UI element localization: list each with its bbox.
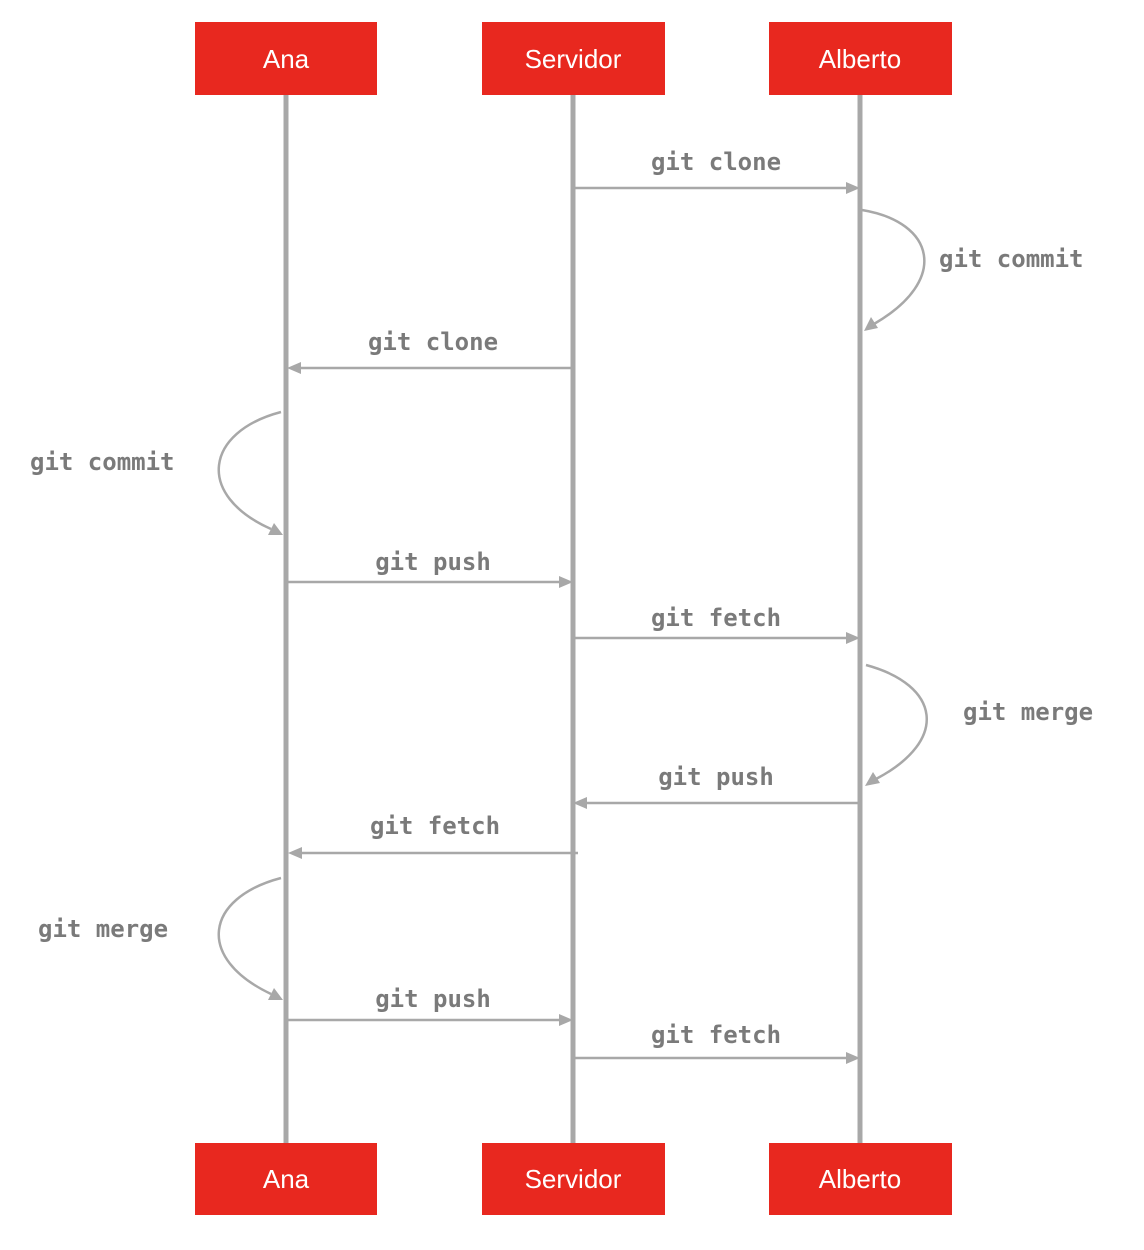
message-label: git clone <box>651 148 781 176</box>
arrowhead-curved-icon <box>268 523 283 535</box>
message-11: git push <box>286 985 573 1026</box>
message-label: git fetch <box>370 812 500 840</box>
arrowhead-left-icon <box>573 797 587 809</box>
message-label: git fetch <box>651 604 781 632</box>
message-4: git commit <box>30 410 283 535</box>
actor-top-ana-label: Ana <box>263 44 310 74</box>
message-1: git clone <box>573 148 860 194</box>
actor-bottom-ana-label: Ana <box>263 1164 310 1194</box>
arrowhead-curved-icon <box>865 772 880 786</box>
message-12: git fetch <box>573 1021 860 1064</box>
arrowhead-right-icon <box>559 1014 573 1026</box>
actor-bottom-alberto: Alberto <box>769 1143 952 1215</box>
message-5: git push <box>286 548 573 588</box>
message-8: git push <box>573 763 860 809</box>
actor-top-servidor-label: Servidor <box>525 44 622 74</box>
actor-bottom-alberto-label: Alberto <box>819 1164 901 1194</box>
arrowhead-right-icon <box>846 182 860 194</box>
message-label: git push <box>658 763 774 791</box>
message-9: git fetch <box>288 812 578 859</box>
message-label: git clone <box>368 328 498 356</box>
message-label: git push <box>375 548 491 576</box>
arrowhead-left-icon <box>287 362 301 374</box>
message-label: git push <box>375 985 491 1013</box>
actor-top-alberto: Alberto <box>769 22 952 95</box>
actor-bottom-servidor: Servidor <box>482 1143 665 1215</box>
arrowhead-curved-icon <box>864 317 878 331</box>
arrowhead-curved-icon <box>268 988 283 1000</box>
message-2: git commit <box>861 208 1084 331</box>
message-label: git commit <box>939 245 1084 273</box>
actor-bottom-ana: Ana <box>195 1143 377 1215</box>
message-label: git commit <box>30 448 175 476</box>
actor-top-alberto-label: Alberto <box>819 44 901 74</box>
message-10: git merge <box>38 876 283 1000</box>
arrowhead-right-icon <box>846 1052 860 1064</box>
arrowhead-left-icon <box>288 847 302 859</box>
message-6: git fetch <box>573 604 860 644</box>
arrowhead-right-icon <box>846 632 860 644</box>
message-7: git merge <box>865 663 1093 786</box>
actor-bottom-servidor-label: Servidor <box>525 1164 622 1194</box>
actor-top-ana: Ana <box>195 22 377 95</box>
actor-top-servidor: Servidor <box>482 22 665 95</box>
message-label: git merge <box>38 915 168 943</box>
message-label: git merge <box>963 698 1093 726</box>
message-3: git clone <box>287 328 573 374</box>
message-label: git fetch <box>651 1021 781 1049</box>
arrowhead-right-icon <box>559 576 573 588</box>
